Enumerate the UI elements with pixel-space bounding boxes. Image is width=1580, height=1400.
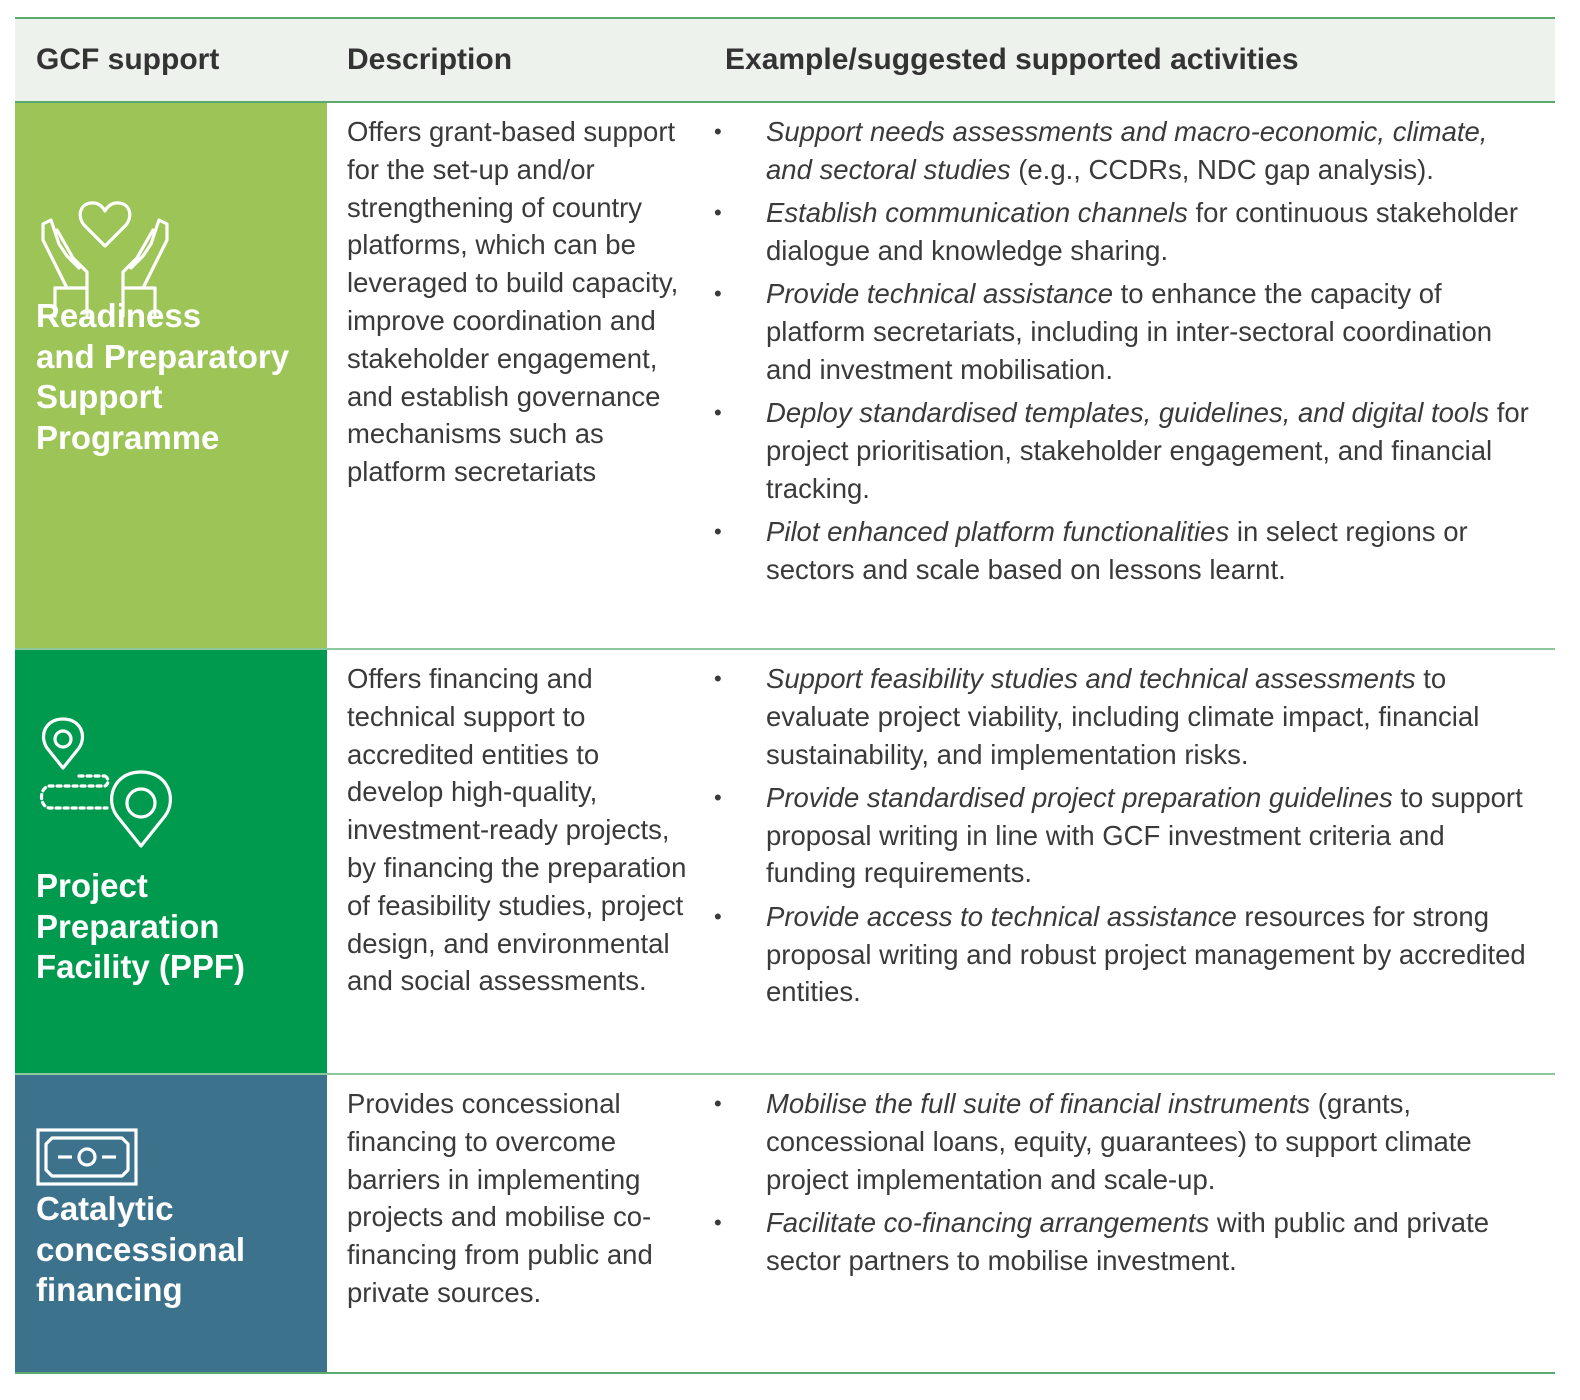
table-header: GCF support Description Example/suggeste… bbox=[15, 17, 1555, 103]
activity-emphasis: Facilitate co-financing arrangements bbox=[766, 1206, 1210, 1238]
bullet: • bbox=[714, 666, 722, 691]
activity-item: • Pilot enhanced platform functionalities… bbox=[713, 513, 1535, 589]
activities-cell: • Mobilise the full suite of financial in… bbox=[703, 1075, 1555, 1372]
description-cell: Provides concessional financing to overc… bbox=[347, 1088, 653, 1308]
table-row-ppf: Project Preparation Facility (PPF) Offer… bbox=[15, 650, 1555, 1075]
activities-cell: • Support needs assessments and macro-eco… bbox=[703, 103, 1555, 648]
table-row-catalytic: Catalytic concessional financing Provide… bbox=[15, 1075, 1555, 1374]
activity-emphasis: Establish communication channels bbox=[766, 197, 1188, 229]
activity-text: (grants, concessional loans, equity, gua… bbox=[766, 1088, 1472, 1195]
activity-item: •Provide access to technical assistance … bbox=[713, 898, 1535, 1011]
support-cell: Project Preparation Facility (PPF) bbox=[15, 650, 327, 1073]
activity-emphasis: Pilot enhanced platform functionalities bbox=[766, 515, 1230, 547]
hands-heart-icon bbox=[41, 201, 169, 318]
activity-emphasis: Provide standardised project preparation… bbox=[766, 781, 1393, 813]
support-title: Catalytic concessional financing bbox=[36, 1189, 321, 1311]
support-title-line: Readiness bbox=[36, 297, 202, 334]
activity-emphasis: Provide access to technical assistance bbox=[766, 900, 1237, 932]
activity-item: • Support feasibility studies and technic… bbox=[713, 660, 1535, 773]
activity-emphasis: Deploy standardised templates, guideline… bbox=[766, 397, 1490, 429]
bullet: • bbox=[714, 903, 722, 929]
activity-item: • Mobilise the full suite of financial in… bbox=[713, 1085, 1535, 1198]
activity-item: • Support needs assessments and macro-eco… bbox=[713, 113, 1535, 189]
activity-emphasis: Mobilise the full suite of financial ins… bbox=[766, 1088, 1311, 1119]
bullet: • bbox=[714, 1209, 722, 1235]
support-cell: Readiness and Preparatory Support Progra… bbox=[15, 103, 327, 648]
activity-text: to enhance the capacity of platform secr… bbox=[766, 278, 1493, 385]
header-description: Description bbox=[347, 43, 513, 76]
bullet: • bbox=[714, 784, 722, 810]
activity-text: to support proposal writing in line with… bbox=[766, 781, 1523, 889]
bullet: • bbox=[714, 400, 722, 426]
activity-emphasis: Provide technical assistance bbox=[766, 278, 1113, 310]
support-title: Project Preparation Facility (PPF) bbox=[36, 866, 321, 988]
header-activities: Example/suggested supported activities bbox=[725, 43, 1299, 76]
support-title-line: Project bbox=[36, 867, 148, 904]
bullet: • bbox=[714, 200, 722, 226]
description-cell: Offers grant-based support for the set-u… bbox=[347, 116, 679, 488]
activity-text: with public and private sector partners … bbox=[766, 1206, 1490, 1276]
support-title-line: Facility (PPF) bbox=[36, 948, 246, 985]
bullet: • bbox=[714, 119, 722, 144]
activity-item: • Provide standardised project preparatio… bbox=[713, 779, 1535, 892]
activity-text: in select regions or sectors and scale b… bbox=[766, 515, 1468, 585]
activity-item: • Establish communication channels for co… bbox=[713, 194, 1535, 270]
support-cell: Catalytic concessional financing bbox=[15, 1075, 327, 1372]
activity-emphasis: Support feasibility studies and technica… bbox=[766, 663, 1416, 694]
activity-item: • Deploy standardised templates, guidelin… bbox=[713, 394, 1535, 507]
support-title: Readiness and Preparatory Support Progra… bbox=[36, 296, 321, 458]
bullet: • bbox=[714, 1091, 722, 1116]
bullet: • bbox=[714, 281, 722, 307]
gcf-support-table: GCF support Description Example/suggeste… bbox=[15, 17, 1555, 1374]
activity-text: for project prioritisation, stakeholder … bbox=[766, 397, 1529, 504]
activity-item: • Facilitate co-financing arrangements wi… bbox=[713, 1204, 1535, 1280]
support-title-line: concessional bbox=[36, 1230, 246, 1268]
support-title-line: and Preparatory bbox=[36, 337, 290, 375]
activity-text: resources for strong proposal writing an… bbox=[766, 900, 1526, 1008]
activity-text: to evaluate project viability, including… bbox=[766, 663, 1480, 770]
support-title-line: Preparation bbox=[36, 907, 220, 945]
map-pins-route-icon bbox=[39, 717, 172, 848]
description-cell: Offers financing and technical support t… bbox=[347, 663, 687, 997]
header-gcf-support: GCF support bbox=[36, 43, 220, 76]
support-title-line: Support bbox=[36, 378, 163, 415]
support-title-line: financing bbox=[36, 1271, 183, 1308]
bullet: • bbox=[714, 518, 722, 544]
activity-text: for continuous stakeholder dialogue and … bbox=[766, 197, 1519, 266]
banknote-icon bbox=[36, 1128, 138, 1186]
support-title-line: Catalytic bbox=[36, 1190, 174, 1227]
table-row-readiness: Readiness and Preparatory Support Progra… bbox=[15, 103, 1555, 650]
activity-text: (e.g., CCDRs, NDC gap analysis). bbox=[1010, 153, 1434, 185]
support-title-line: Programme bbox=[36, 418, 220, 456]
activities-cell: • Support feasibility studies and technic… bbox=[703, 650, 1555, 1073]
activity-item: • Provide technical assistance to enhance… bbox=[713, 275, 1535, 388]
activity-emphasis: Support needs assessments and macro-econ… bbox=[766, 116, 1488, 185]
